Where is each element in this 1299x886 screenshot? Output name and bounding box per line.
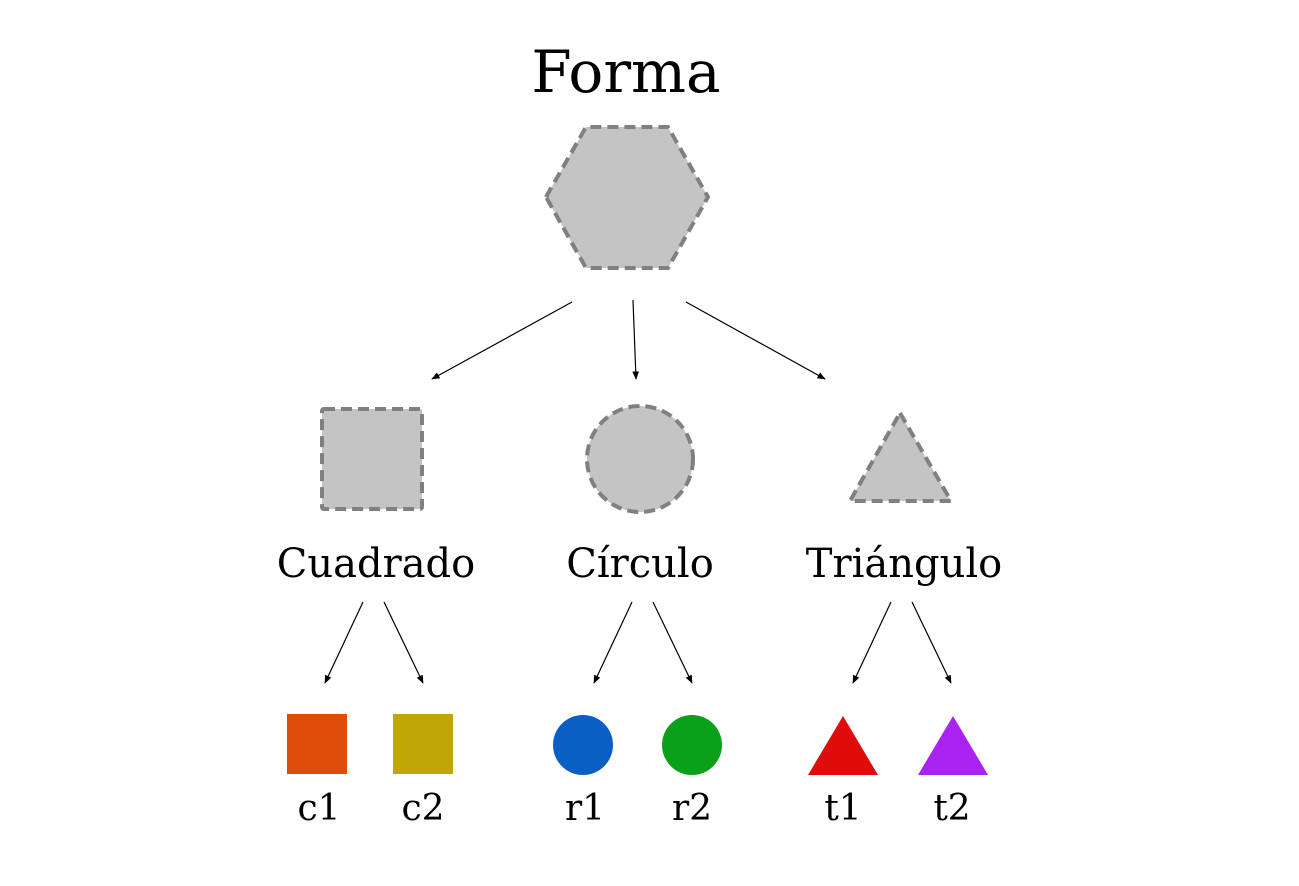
triangle-icon — [846, 408, 955, 503]
category-label-cuadrado: Cuadrado — [277, 541, 475, 587]
square-icon — [287, 714, 347, 774]
edge-cuadrado-to-c2 — [383, 601, 424, 684]
edge-root-to-cuadrado — [431, 301, 573, 380]
circle-icon — [553, 715, 613, 775]
triangle-icon — [808, 716, 878, 775]
edge-root-to-circulo — [632, 299, 640, 380]
circle-icon — [585, 404, 695, 514]
leaf-label-c1: c1 — [297, 788, 340, 829]
leaf-label-c2: c2 — [401, 788, 444, 829]
square-icon — [393, 714, 453, 774]
edge-cuadrado-to-c1 — [324, 601, 364, 684]
square-icon — [320, 407, 424, 511]
leaf-label-r1: r1 — [565, 788, 605, 829]
hexagon-icon — [543, 125, 711, 270]
leaf-label-r2: r2 — [672, 788, 712, 829]
edge-root-to-triangulo — [685, 301, 826, 380]
category-label-triangulo: Triángulo — [806, 541, 1002, 587]
root-label: Forma — [531, 38, 720, 106]
triangle-icon — [918, 716, 988, 775]
edge-circulo-to-r2 — [652, 601, 693, 684]
edge-circulo-to-r1 — [593, 601, 633, 684]
category-label-circulo: Círculo — [566, 541, 714, 587]
circle-icon — [662, 715, 722, 775]
edge-triangulo-to-t2 — [911, 601, 952, 684]
leaf-label-t1: t1 — [824, 788, 861, 829]
leaf-label-t2: t2 — [933, 788, 970, 829]
edge-triangulo-to-t1 — [852, 601, 892, 684]
